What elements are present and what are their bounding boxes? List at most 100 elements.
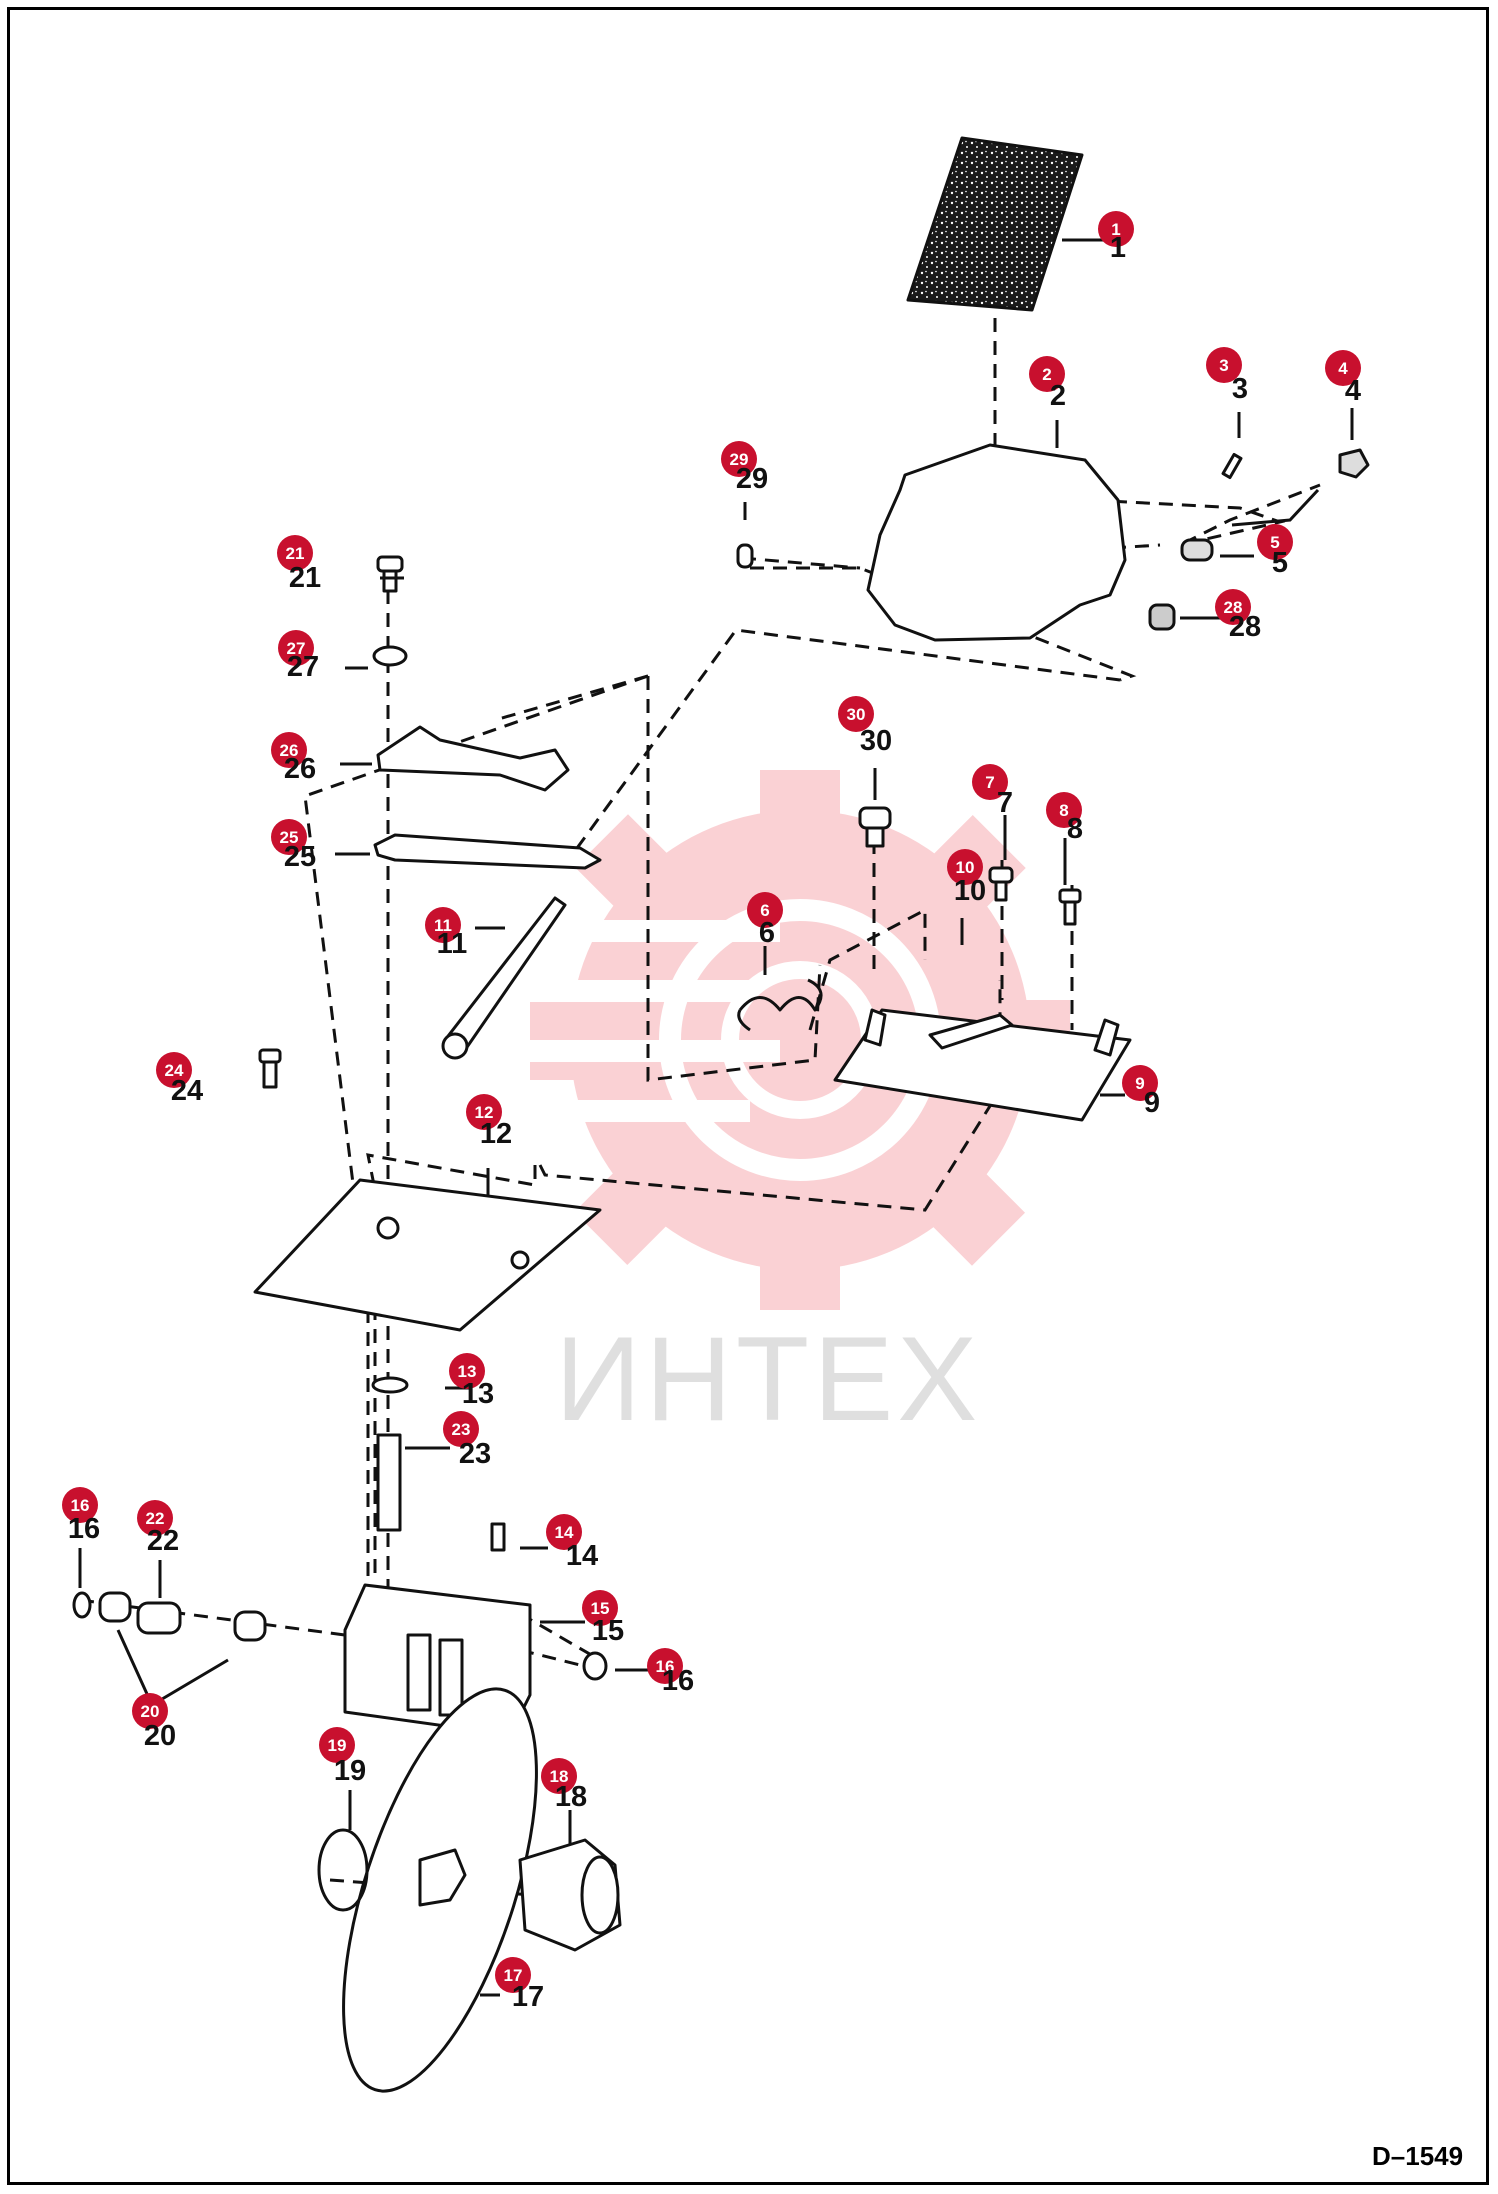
part-9-tab-right [1093,1018,1120,1057]
leader-lines [78,238,1354,1997]
part-3-pin [1221,452,1243,480]
part-number-23: 23 [459,1438,491,1470]
callout-badge-3 [1206,347,1242,383]
part-number-27: 27 [287,651,319,683]
part-10-strip [928,1013,1014,1050]
part-number-16: 16 [68,1513,100,1545]
part-23-shaft [376,1433,402,1532]
callout-badge-16 [62,1487,98,1523]
part-number-18: 18 [555,1781,587,1813]
diagram-frame [7,7,1489,2185]
callout-badge-7 [972,764,1008,800]
callout-badge-label-16b: 16 [656,1657,675,1676]
callout-badge-label-22: 22 [146,1509,165,1528]
callout-badge-4 [1325,350,1361,386]
callout-badge-label-23: 23 [452,1420,471,1439]
part-16-plug-left [72,1591,92,1619]
part-number-2: 2 [1050,380,1066,412]
callout-badge-label-14: 14 [555,1523,574,1542]
callout-badge-label-25: 25 [280,828,299,847]
part-14-pin [490,1522,506,1552]
callout-badge-label-4: 4 [1338,359,1348,378]
callout-badge-28 [1215,589,1251,625]
callout-badge-label-1: 1 [1111,220,1120,239]
callout-badge-2 [1029,356,1065,392]
callout-badge-label-20: 20 [141,1702,160,1721]
part-number-10: 10 [954,875,986,907]
callout-badge-label-30: 30 [847,705,866,724]
part-number-22: 22 [147,1525,179,1557]
callout-badge-label-10: 10 [956,858,975,877]
part-number-1: 1 [1110,232,1126,264]
callout-badge-label-7: 7 [985,773,994,792]
callout-badge-label-5: 5 [1270,533,1279,552]
callout-badge-18 [541,1758,577,1794]
part-number-7: 7 [997,787,1013,819]
part-17-hub [418,1848,467,1907]
callout-badge-label-26: 26 [280,741,299,760]
callout-badge-22 [137,1500,173,1536]
part-number-26: 26 [284,753,316,785]
callout-badge-15 [582,1590,618,1626]
drawing-id: D–1549 [1372,2141,1463,2171]
part-number-15: 15 [592,1615,624,1647]
part-26-arm [376,725,570,792]
part-number-30: 30 [860,725,892,757]
part-9-tab [863,1008,887,1047]
callout-badge-9 [1122,1065,1158,1101]
part-15-slot-b [438,1638,464,1717]
part-12-plate [253,1178,602,1332]
callout-badge-21 [277,535,313,571]
callout-badge-label-3: 3 [1219,356,1228,375]
part-30-plug [858,806,892,848]
callout-badge-30 [838,696,874,732]
callout-badge-19 [319,1727,355,1763]
part-number-12: 12 [480,1118,512,1150]
callout-badge-label-6: 6 [760,901,769,920]
part-6-spring [737,978,823,1032]
part-28-nut [1148,603,1176,631]
watermark-text: ИНТЕХ [555,1312,981,1446]
part-number-28: 28 [1229,611,1261,643]
callout-badge-13 [449,1353,485,1389]
callout-badge-5 [1257,524,1293,560]
callout-badge-17 [495,1957,531,1993]
part-number-24: 24 [171,1075,203,1107]
part-number-25: 25 [284,841,316,873]
part-19-snap-ring [317,1828,369,1912]
callout-badge-26 [271,732,307,768]
callout-badge-20 [132,1693,168,1729]
part-21-bolt [376,555,404,593]
part-22-insert [136,1601,182,1635]
callout-badge-label-27: 27 [287,639,306,658]
part-number-14: 14 [566,1540,598,1572]
callout-badge-label-11: 11 [434,916,452,935]
part-1-pad [906,136,1084,312]
part-number-11: 11 [437,928,468,960]
part-5-bushing [1180,538,1214,562]
callout-badge-label-12: 12 [475,1103,494,1122]
part-number-9: 9 [1144,1087,1160,1119]
callout-badge-label-17: 17 [504,1966,523,1985]
callout-badge-label-19: 19 [328,1736,347,1755]
part-13-oring [371,1376,409,1394]
callout-badge-label-15: 15 [591,1599,610,1618]
part-24-bolt [258,1048,282,1089]
callout-badge-1 [1098,211,1134,247]
callout-badge-16b [647,1648,683,1684]
part-number-20: 20 [144,1720,176,1752]
part-7-bolt [988,866,1014,902]
callout-badge-24 [156,1052,192,1088]
part-number-4: 4 [1345,375,1361,407]
part-number-8: 8 [1067,813,1083,845]
callout-badge-10 [947,849,983,885]
part-number-19: 19 [334,1755,366,1787]
part-number-29: 29 [736,463,768,495]
part-20-insert-right [233,1610,267,1642]
callout-badge-14 [546,1514,582,1550]
callout-badge-25 [271,819,307,855]
callout-badge-6 [747,892,783,928]
part-16-plug-right [582,1651,608,1681]
part-4-nut [1338,448,1370,479]
callout-badge-label-9: 9 [1135,1074,1144,1093]
